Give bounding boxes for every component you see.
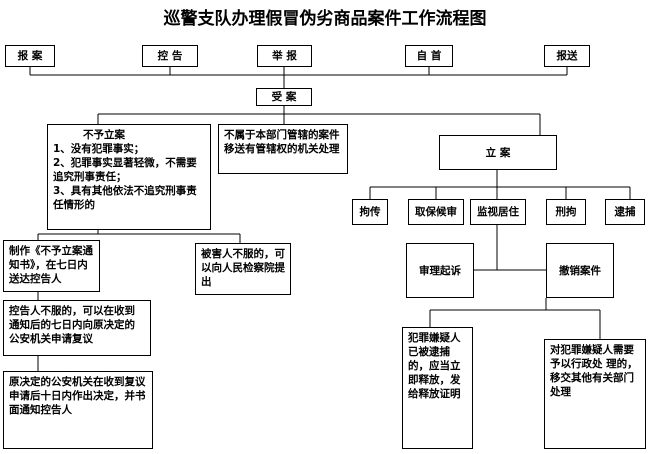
measure-bail: 取保候审 [408, 199, 464, 225]
source-tipoff: 举 报 [257, 45, 312, 67]
revoke-case-node: 撤销案件 [546, 243, 614, 298]
source-report: 报 案 [5, 45, 55, 67]
measure-summons: 拘传 [352, 199, 388, 225]
measure-residential-surveillance: 监视居住 [470, 199, 526, 225]
no-filing-node: 不予立案 1、没有犯罪事实； 2、犯罪事实显著轻微，不需要追究刑事责任； 3、具… [47, 124, 211, 230]
file-case-node: 立 案 [439, 135, 557, 170]
no-filing-heading: 不予立案 [83, 129, 125, 141]
prosecute-node: 审理起诉 [406, 243, 474, 298]
source-referral: 报送 [544, 45, 590, 67]
no-filing-reason-1: 1、没有犯罪事实； [53, 143, 145, 155]
victim-appeal-node: 被害人不服的，可以向人民检察院提出 [195, 243, 291, 295]
accept-case-node: 受 案 [256, 88, 312, 106]
no-filing-reason-3: 3、具有其他依法不追究刑事责任情形的 [53, 185, 197, 211]
page-title: 巡警支队办理假冒伪劣商品案件工作流程图 [163, 9, 487, 29]
no-filing-reason-2: 2、犯罪事实显著轻微，不需要追究刑事责任； [53, 157, 197, 183]
measure-criminal-detention: 刑拘 [546, 199, 586, 225]
administrative-handling-node: 对犯罪嫌疑人需要予以行政处 理的，移交其他有关部门处理 [544, 339, 646, 449]
review-request-node: 控告人不服的，可以在收到通知后的七日内向原决定的公安机关申请复议 [3, 300, 151, 356]
review-decision-node: 原决定的公安机关在收到复议申请后十日内作出决定，并书面通知控告人 [3, 371, 153, 449]
measure-arrest: 逮捕 [605, 199, 645, 225]
transfer-node: 不属于本部门管辖的案件移送有管辖权的机关处理 [218, 124, 348, 174]
no-filing-notice-node: 制作《不予立案通知书》，在七日内送达控告人 [3, 240, 100, 292]
source-surrender: 自 首 [405, 45, 453, 67]
release-suspect-node: 犯罪嫌疑人已被逮捕的，应当立即释放，发给释放证明 [402, 327, 473, 449]
source-complaint: 控 告 [142, 45, 198, 67]
